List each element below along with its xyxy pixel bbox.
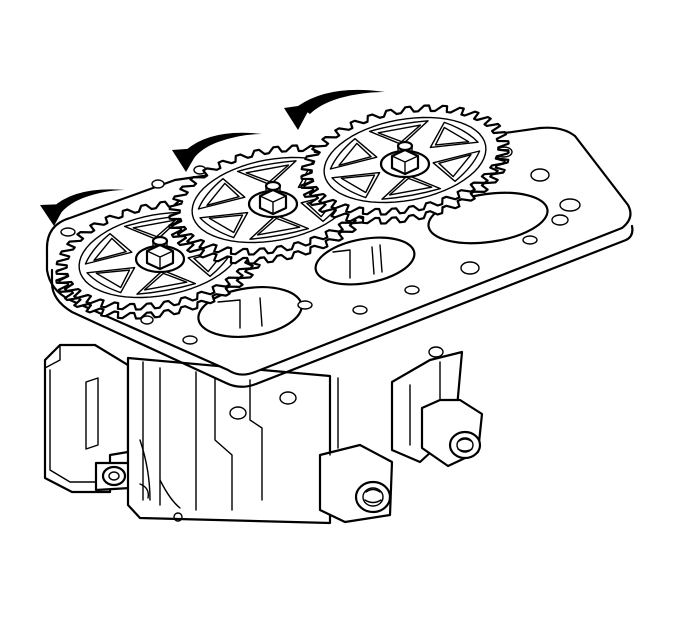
head-block (43, 343, 484, 525)
left-rotation-arrow (40, 189, 125, 226)
right-sprocket-nut (390, 140, 420, 176)
center-sprocket-nut (258, 180, 288, 216)
center-rotation-arrow (172, 132, 262, 172)
left-sprocket-nut (145, 235, 175, 271)
right-rotation-arrow (284, 89, 385, 130)
right-sprocket (300, 104, 510, 225)
